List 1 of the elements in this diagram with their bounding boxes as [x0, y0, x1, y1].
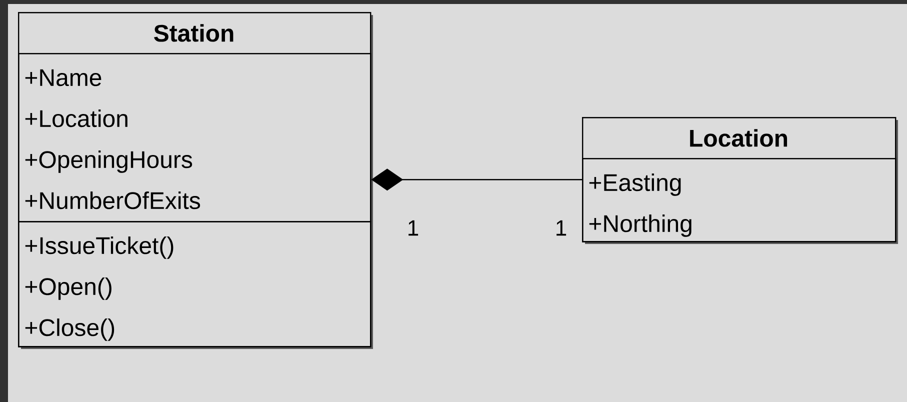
multiplicity-label: 1: [408, 220, 418, 236]
